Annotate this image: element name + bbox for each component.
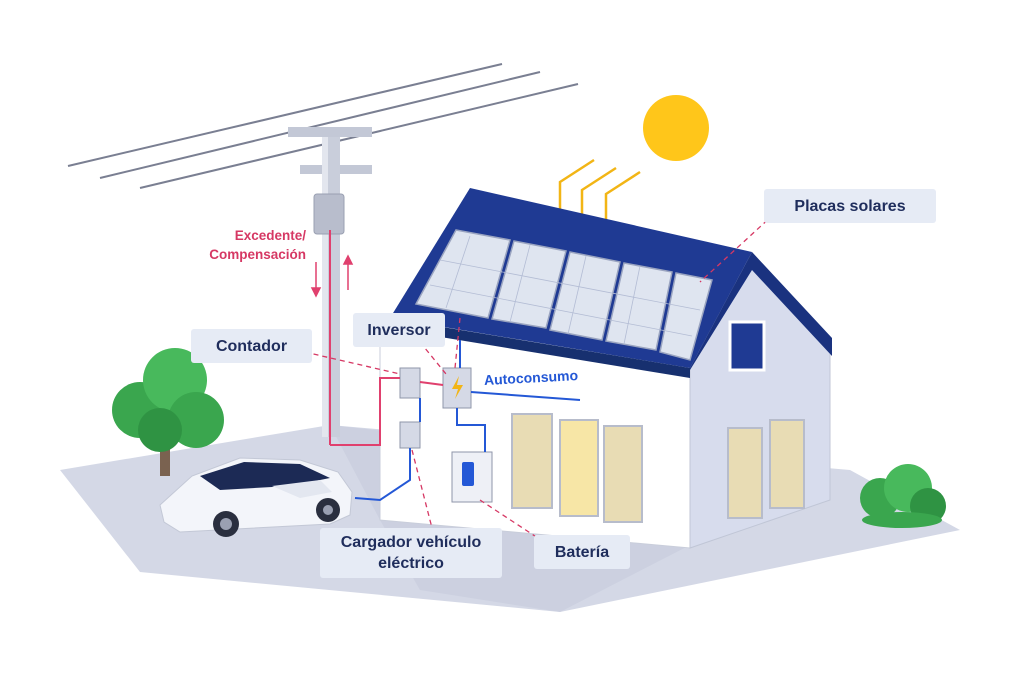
label-bateria: Batería bbox=[534, 535, 630, 569]
inverter-box bbox=[442, 367, 472, 409]
label-excedente-compensacion: Excedente/ Compensación bbox=[209, 228, 306, 262]
meter-box bbox=[399, 367, 421, 399]
roof-front-edge bbox=[386, 318, 690, 378]
wires-blue bbox=[354, 340, 581, 502]
side-windows bbox=[727, 419, 805, 519]
electric-car bbox=[159, 457, 353, 537]
label-inversor: Inversor bbox=[353, 313, 445, 347]
sun bbox=[643, 95, 709, 161]
front-windows bbox=[511, 413, 643, 523]
solar-panel-grid bbox=[429, 235, 701, 345]
leader-lines bbox=[295, 213, 775, 543]
roof-gable-edge bbox=[690, 252, 832, 370]
battery-box bbox=[451, 451, 493, 503]
gable-window bbox=[728, 320, 766, 372]
tree bbox=[112, 348, 224, 476]
charger-box bbox=[399, 421, 421, 449]
label-placas-solares: Placas solares bbox=[764, 189, 936, 223]
label-cargador-vehiculo: Cargador vehículo eléctrico bbox=[320, 528, 502, 578]
label-contador: Contador bbox=[191, 329, 312, 363]
bush bbox=[860, 464, 946, 528]
utility-pole bbox=[288, 127, 372, 445]
wires-pink bbox=[330, 377, 444, 446]
excedente-arrows bbox=[310, 254, 354, 298]
solar-panels bbox=[414, 229, 713, 361]
